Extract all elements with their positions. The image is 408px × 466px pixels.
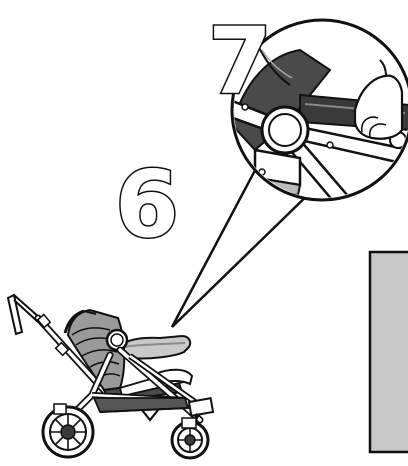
step-6-number: 6: [115, 151, 179, 258]
side-panel: [370, 252, 408, 452]
stroller: [8, 295, 213, 458]
stroller-hub: [107, 330, 127, 350]
stroller-rear-wheel: [43, 404, 93, 457]
step-7-number: 7: [208, 8, 272, 115]
stroller-front-wheel: [172, 418, 208, 458]
stroller-basket: [94, 398, 188, 412]
